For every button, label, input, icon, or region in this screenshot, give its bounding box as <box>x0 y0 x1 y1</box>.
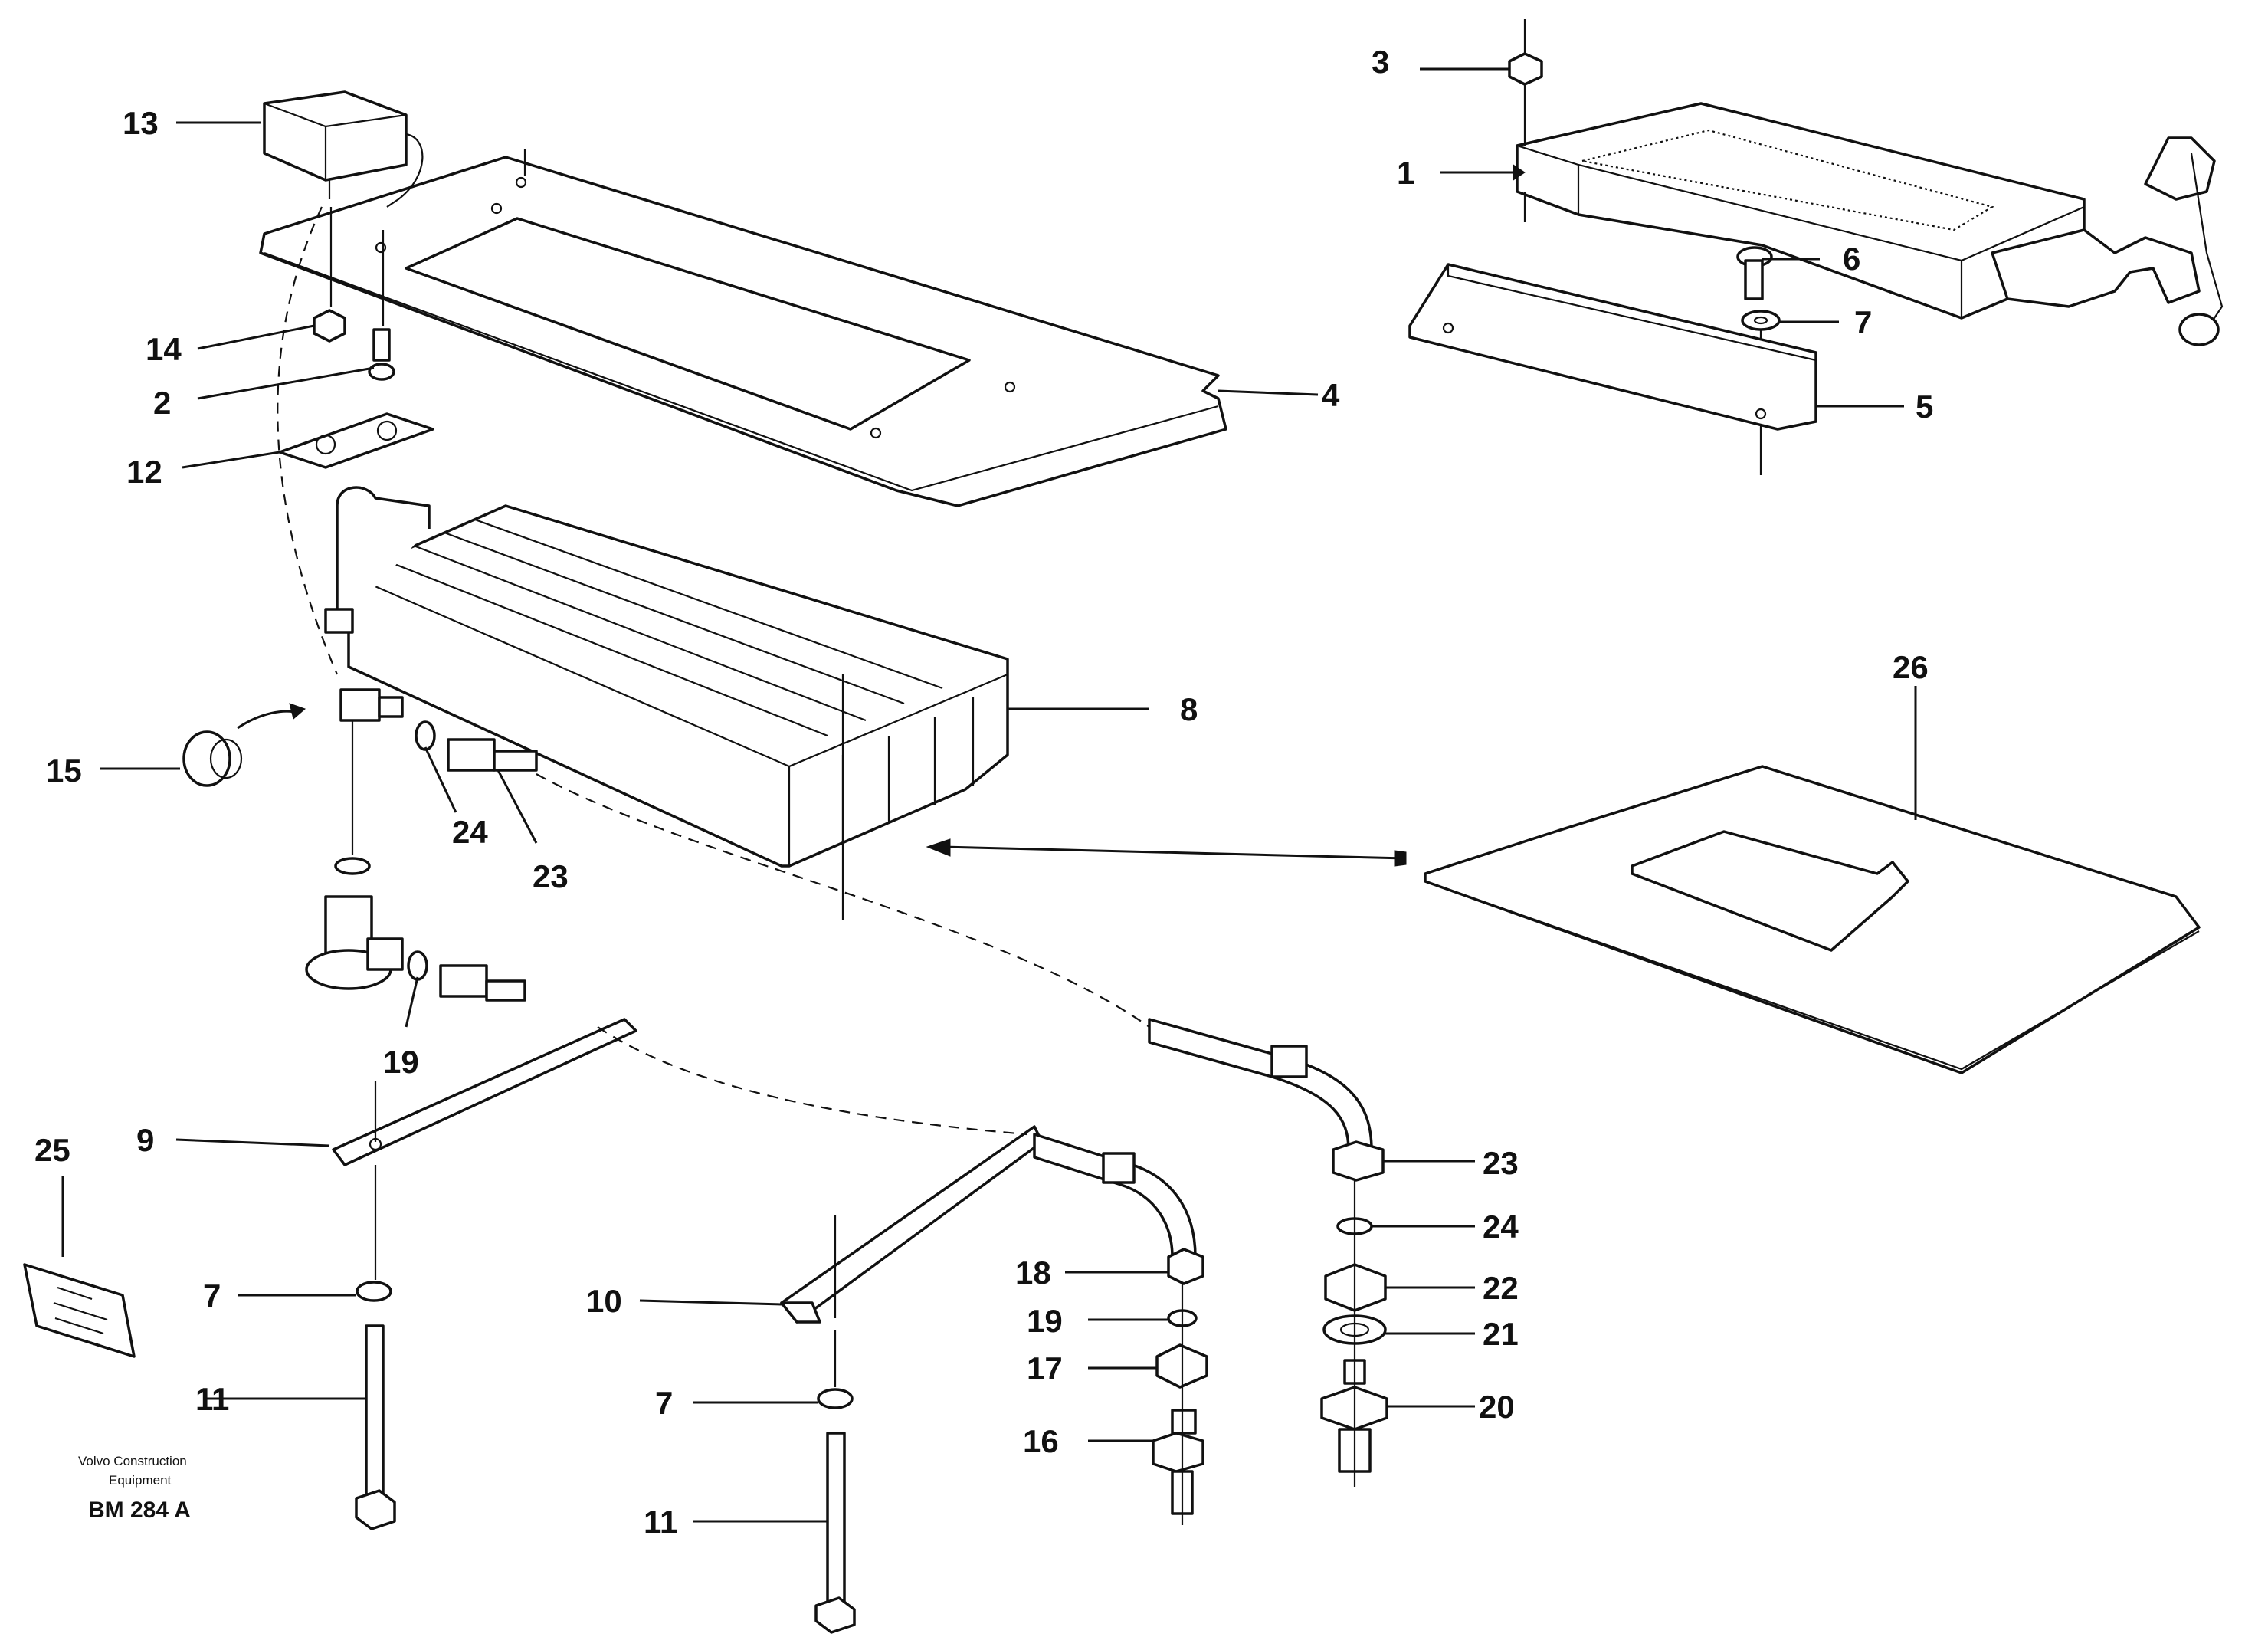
support-strap-9 <box>332 1018 637 1280</box>
callout-12: 12 <box>126 454 162 490</box>
angle-bracket <box>780 1125 1044 1324</box>
callout-19-left: 19 <box>383 1044 419 1080</box>
callout-5: 5 <box>1916 389 1933 425</box>
callout-1: 1 <box>1397 155 1414 191</box>
hose-clamp <box>182 703 306 787</box>
callout-6: 6 <box>1843 241 1860 277</box>
callout-13: 13 <box>123 105 159 141</box>
fitting-stack-16-19 <box>1152 1284 1208 1525</box>
callout-21: 21 <box>1483 1316 1519 1352</box>
company-name-line2: Equipment <box>109 1473 172 1488</box>
callout-9: 9 <box>136 1122 154 1158</box>
callout-23-left: 23 <box>533 858 569 894</box>
floor-plate-26 <box>1424 765 2201 1074</box>
fitting-stack-20-24 <box>1320 1180 1388 1487</box>
drawing-code: BM 284 A <box>88 1498 191 1523</box>
nut-3 <box>1508 52 1543 86</box>
drawing-footer: Volvo Construction Equipment BM 284 A <box>78 1454 191 1523</box>
pipe-to-fitting-18 <box>597 1026 1204 1285</box>
callout-7-left: 7 <box>203 1278 221 1314</box>
callout-4: 4 <box>1322 377 1340 413</box>
callout-24-left: 24 <box>452 814 488 850</box>
mounting-bracket <box>278 412 434 469</box>
angle-strip-5 <box>1408 263 1817 431</box>
tee-fitting <box>305 857 526 1002</box>
callout-16: 16 <box>1023 1423 1059 1459</box>
radiator-unit <box>1516 19 2224 346</box>
pipe-to-fitting-23 <box>536 773 1385 1182</box>
callout-14: 14 <box>146 331 182 367</box>
callout-20: 20 <box>1479 1389 1515 1425</box>
callout-15: 15 <box>46 753 82 789</box>
callout-10: 10 <box>586 1283 622 1319</box>
nut-and-screw <box>313 207 395 381</box>
callout-26: 26 <box>1893 649 1929 685</box>
callout-19-right: 19 <box>1027 1303 1063 1339</box>
leader-lines <box>61 67 1917 1523</box>
direction-arrow <box>926 838 1407 867</box>
callout-23-right: 23 <box>1483 1145 1519 1181</box>
heater-core <box>324 486 1009 920</box>
bolt-assembly-left <box>355 1281 396 1530</box>
callout-7-middle: 7 <box>655 1385 673 1421</box>
callout-2: 2 <box>153 385 171 421</box>
callout-11-left: 11 <box>195 1381 229 1417</box>
callout-3: 3 <box>1372 44 1389 80</box>
callout-11-middle: 11 <box>644 1504 677 1540</box>
company-name-line1: Volvo Construction <box>78 1454 187 1468</box>
callout-25: 25 <box>34 1132 70 1168</box>
core-fittings <box>339 688 538 855</box>
callout-8: 8 <box>1180 691 1198 727</box>
label-plate <box>23 1263 136 1358</box>
callout-22: 22 <box>1483 1270 1519 1306</box>
callout-17: 17 <box>1027 1350 1063 1386</box>
callout-18: 18 <box>1015 1255 1051 1291</box>
callout-labels: 13 14 2 12 4 8 15 24 23 19 9 25 7 11 10 … <box>34 44 1933 1540</box>
callout-7-right: 7 <box>1854 304 1872 340</box>
cover-plate <box>259 149 1227 507</box>
relay-box <box>263 90 424 675</box>
callout-24-right: 24 <box>1483 1209 1519 1245</box>
bolt-assembly-middle <box>814 1330 856 1634</box>
